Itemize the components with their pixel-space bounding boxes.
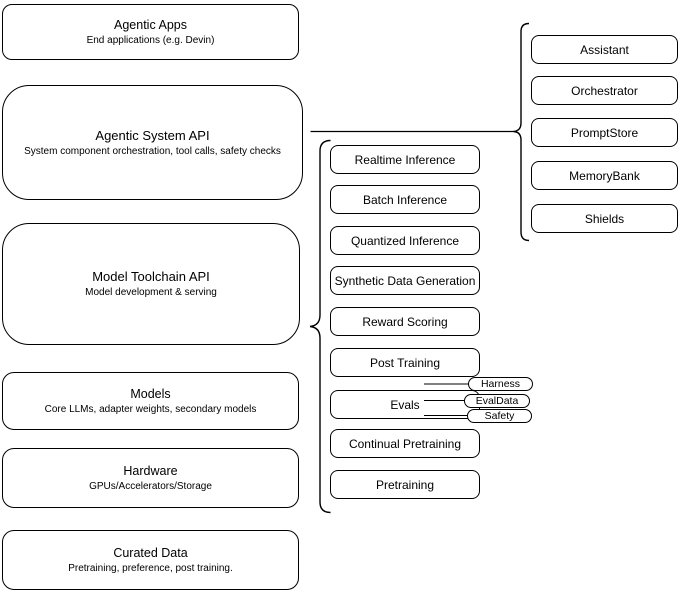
box-curated-data: Curated Data Pretraining, preference, po…	[2, 530, 299, 590]
component-orchestrator: Orchestrator	[531, 76, 678, 105]
box-agentic-system-api: Agentic System API System component orch…	[2, 85, 303, 200]
box-title: Agentic Apps	[114, 18, 187, 32]
box-title: Model Toolchain API	[92, 269, 210, 284]
component-assistant: Assistant	[531, 35, 678, 64]
toolchain-item-evals: Evals	[330, 390, 480, 419]
component-label: Assistant	[580, 42, 629, 57]
toolchain-item-label: Batch Inference	[362, 192, 448, 207]
component-label: Orchestrator	[571, 83, 638, 98]
box-subtitle: Model development & serving	[85, 287, 217, 298]
eval-tag-safety: Safety	[467, 409, 532, 423]
component-label: Shields	[584, 211, 625, 226]
toolchain-item-label: Post Training	[369, 355, 441, 370]
box-agentic-apps: Agentic Apps End applications (e.g. Devi…	[2, 4, 299, 60]
toolchain-item-post-training: Post Training	[330, 348, 480, 377]
box-subtitle: System component orchestration, tool cal…	[24, 145, 281, 157]
eval-tag-label: Harness	[480, 378, 521, 390]
toolchain-item-label: Synthetic Data Generation	[334, 273, 476, 288]
component-memorybank: MemoryBank	[531, 161, 678, 190]
toolchain-item-reward-scoring: Reward Scoring	[330, 307, 480, 336]
box-subtitle: End applications (e.g. Devin)	[86, 35, 215, 46]
toolchain-item-pretraining: Pretraining	[330, 470, 480, 499]
toolchain-item-label: Pretraining	[375, 477, 435, 492]
box-title: Curated Data	[113, 546, 188, 560]
toolchain-item-label: Evals	[390, 397, 420, 412]
box-subtitle: Pretraining, preference, post training.	[68, 563, 233, 574]
toolchain-item-realtime-inference: Realtime Inference	[330, 145, 480, 174]
eval-tag-evaldata: EvalData	[464, 394, 530, 408]
toolchain-item-batch-inference: Batch Inference	[330, 185, 480, 214]
box-title: Models	[130, 387, 171, 401]
toolchain-item-synthetic-data-generation: Synthetic Data Generation	[330, 266, 480, 295]
toolchain-item-label: Reward Scoring	[362, 314, 448, 329]
box-models: Models Core LLMs, adapter weights, secon…	[2, 372, 299, 430]
toolchain-item-label: Quantized Inference	[350, 233, 460, 248]
eval-tag-label: Safety	[484, 410, 515, 422]
component-label: MemoryBank	[569, 168, 640, 183]
box-subtitle: Core LLMs, adapter weights, secondary mo…	[44, 404, 257, 415]
box-hardware: Hardware GPUs/Accelerators/Storage	[2, 448, 299, 508]
box-model-toolchain-api: Model Toolchain API Model development & …	[2, 223, 300, 345]
eval-tag-harness: Harness	[468, 377, 533, 391]
toolchain-item-continual-pretraining: Continual Pretraining	[330, 429, 480, 458]
box-title: Hardware	[123, 464, 178, 478]
component-promptstore: PromptStore	[531, 118, 678, 147]
toolchain-brace	[309, 139, 331, 514]
toolchain-item-label: Continual Pretraining	[348, 436, 462, 451]
toolchain-item-label: Realtime Inference	[354, 152, 456, 167]
components-brace	[513, 22, 530, 242]
eval-tag-label: EvalData	[475, 395, 519, 407]
box-title: Agentic System API	[95, 127, 210, 143]
box-subtitle: GPUs/Accelerators/Storage	[89, 481, 212, 492]
component-shields: Shields	[531, 204, 678, 233]
component-label: PromptStore	[570, 125, 639, 140]
toolchain-item-quantized-inference: Quantized Inference	[330, 226, 480, 255]
